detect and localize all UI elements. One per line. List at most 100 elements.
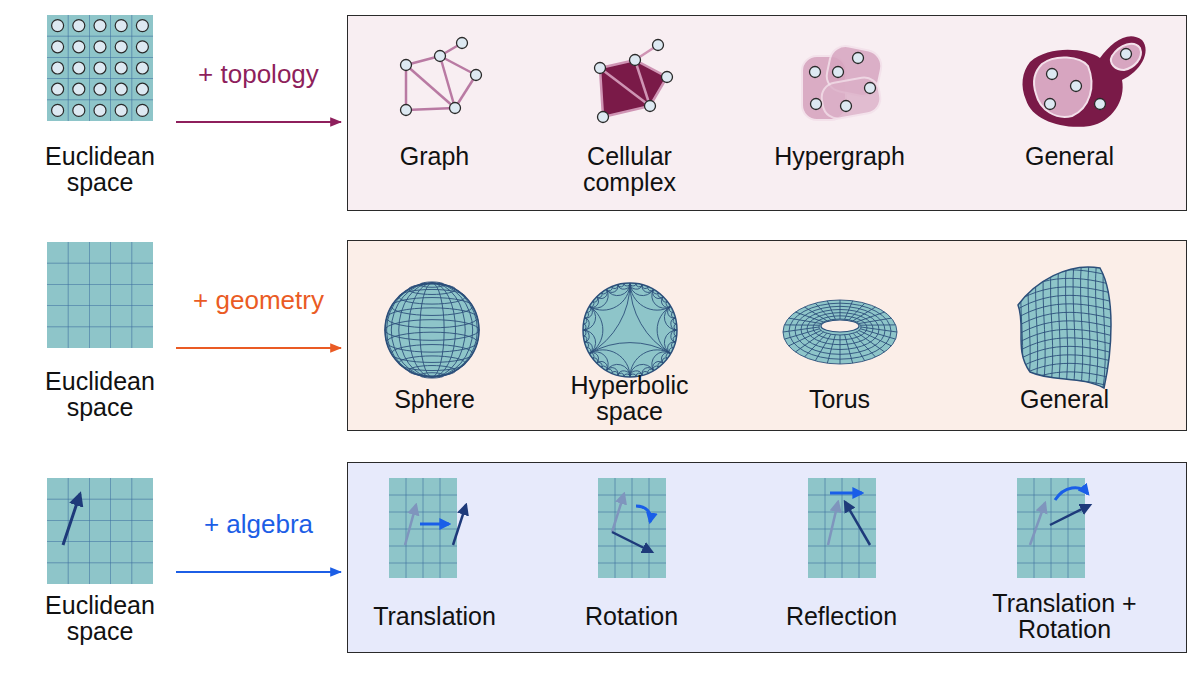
example-item: Torus: [755, 280, 925, 412]
geodesic: [585, 312, 589, 318]
item-caption: Hyperbolic space: [545, 372, 715, 425]
torus-meridian: [840, 300, 841, 319]
grid-line: [131, 15, 132, 121]
geodesic: [607, 285, 619, 293]
torus-meridian: [856, 332, 884, 352]
grid-line: [808, 563, 876, 564]
manifold-line: [1010, 338, 1120, 357]
grid-line: [89, 478, 90, 584]
grid-line: [68, 15, 69, 121]
geodesic: [583, 318, 589, 330]
cell-edges: [600, 45, 667, 117]
geodesic: [589, 343, 670, 354]
geodesic: [583, 318, 586, 324]
torus-meridian: [845, 335, 853, 363]
grid-line: [68, 242, 69, 348]
example-item: Rotation: [547, 474, 717, 629]
geodesic: [601, 366, 607, 371]
geodesic: [589, 301, 594, 307]
example-item: General: [985, 30, 1155, 169]
item-caption: General: [985, 143, 1155, 169]
example-item: Hypergraph: [755, 30, 925, 169]
algebra-tile: [389, 478, 457, 578]
torus-meridian: [845, 301, 853, 319]
geodesic: [593, 358, 598, 363]
algebra-tile: [1017, 478, 1085, 578]
geodesic: [673, 336, 676, 342]
torus-meridian: [795, 312, 823, 322]
torus-meridian: [815, 303, 831, 320]
example-panel: SphereHyperbolic spaceTorusGeneral: [347, 240, 1187, 431]
tile-caption: Euclidean space: [30, 592, 170, 645]
lattice-point: [94, 104, 106, 116]
lattice-point: [136, 62, 148, 74]
geodesic: [661, 297, 670, 308]
grid-line: [389, 512, 457, 513]
example-panel: TranslationRotationReflectionTranslation…: [347, 462, 1187, 653]
lattice-point: [115, 104, 127, 116]
complex-region: [1111, 44, 1141, 70]
grid-line: [131, 478, 132, 584]
hyperbolic-disc: [583, 283, 677, 377]
manifold-line: [1072, 260, 1075, 395]
parallel: [387, 308, 478, 328]
sphere: [385, 283, 479, 377]
grid-line: [47, 520, 153, 521]
geodesic: [653, 289, 664, 298]
geodesic: [653, 289, 659, 294]
meridian: [385, 283, 479, 377]
geodesic: [589, 297, 598, 308]
geodesic: [593, 297, 598, 302]
grid-line: [1017, 563, 1085, 564]
geodesic: [618, 283, 624, 286]
grid-line: [598, 529, 666, 530]
lattice-point: [52, 62, 64, 74]
grid-line: [110, 478, 111, 584]
grid-line: [131, 242, 132, 348]
geodesic: [642, 285, 648, 289]
parallel: [391, 345, 472, 363]
geodesic: [585, 307, 593, 319]
geodesic: [589, 353, 598, 364]
lattice-point: [52, 83, 64, 95]
euclidean-space-tile: Euclidean space: [30, 478, 170, 645]
example-item: Hyperbolic space: [545, 280, 715, 425]
example-item: Sphere: [350, 280, 520, 412]
item-caption: Graph: [350, 143, 520, 169]
torus: [783, 300, 897, 364]
euclidean-space-tile: Euclidean space: [30, 15, 170, 196]
geodesic: [587, 307, 591, 313]
vector-after: [845, 502, 870, 545]
grid-line: [47, 499, 153, 500]
torus-meridian: [853, 307, 875, 321]
geodesic: [630, 283, 642, 289]
torus-meridian: [784, 324, 819, 325]
torus-meridian: [804, 307, 826, 321]
geodesic: [671, 342, 675, 348]
algebra-tile: [598, 478, 666, 578]
example-item: Translation + Rotation: [980, 474, 1150, 643]
hyperedges: [802, 43, 884, 121]
parallel: [385, 320, 479, 341]
algebra-tile: [808, 478, 876, 578]
geodesic: [636, 283, 642, 286]
connector-arrow: [176, 571, 341, 573]
geodesic: [583, 330, 589, 342]
geodesic: [662, 358, 667, 363]
grid-line: [598, 546, 666, 547]
geodesic: [666, 353, 671, 359]
example-item: Reflection: [757, 474, 927, 629]
manifold-line: [1027, 260, 1030, 395]
vector-after: [1050, 505, 1090, 525]
manifold-line: [1080, 260, 1083, 395]
manifold-line: [1087, 260, 1090, 395]
translation-mark: [420, 523, 449, 526]
geodesic: [671, 318, 677, 330]
grid-line: [389, 563, 457, 564]
grid-line: [808, 495, 876, 496]
euclidean-tile: [47, 15, 153, 121]
rototranslation-mark: [1055, 488, 1088, 500]
geodesic: [652, 289, 671, 308]
lattice-point: [73, 62, 85, 74]
